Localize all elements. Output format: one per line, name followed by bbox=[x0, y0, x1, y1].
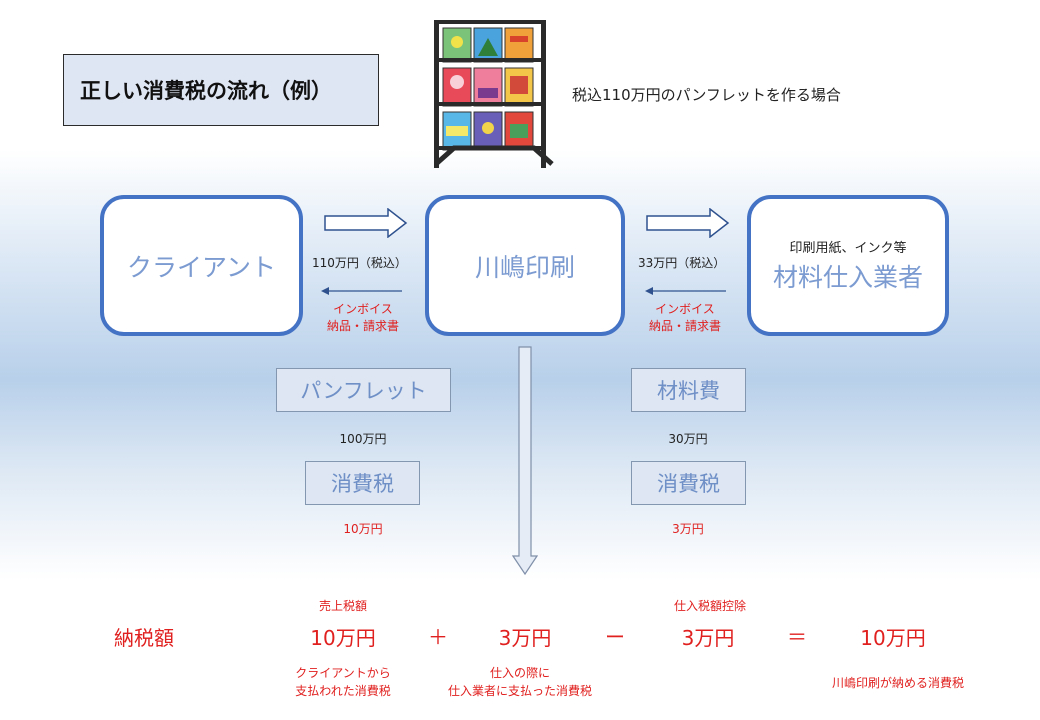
pamphlet-rack-icon bbox=[434, 20, 554, 168]
left-tax-label: 消費税 bbox=[331, 472, 394, 496]
note-client-tax: クライアントから 支払われた消費税 bbox=[268, 664, 418, 700]
term-added-tax: 3万円 bbox=[498, 626, 552, 650]
printer-label: 川嶋印刷 bbox=[474, 252, 575, 282]
supplier-sub-label: 印刷用紙、インク等 bbox=[789, 241, 907, 256]
material-item-label: 材料費 bbox=[657, 379, 720, 403]
supplier-label: 材料仕入業者 bbox=[772, 263, 923, 292]
note-client-tax-line1: クライアントから bbox=[295, 666, 391, 680]
supplier-box: 印刷用紙、インク等 材料仕入業者 bbox=[747, 195, 949, 336]
note-client-tax-line2: 支払われた消費税 bbox=[295, 684, 391, 698]
right-invoice-label: インボイス 納品・請求書 bbox=[640, 300, 730, 334]
down-arrow-icon bbox=[512, 346, 538, 576]
deduction-label: 仕入税額控除 bbox=[673, 599, 746, 613]
page-title-text: 正しい消費税の流れ（例） bbox=[80, 79, 332, 103]
left-invoice-line1: インボイス bbox=[333, 302, 393, 316]
sales-tax-label: 売上税額 bbox=[318, 599, 367, 613]
left-invoice-line2: 納品・請求書 bbox=[326, 319, 399, 333]
right-tax-label: 消費税 bbox=[657, 472, 720, 496]
client-box: クライアント bbox=[100, 195, 303, 336]
invoice-arrow-right-icon bbox=[645, 287, 726, 295]
invoice-arrow-left-icon bbox=[321, 287, 402, 295]
left-tax-amount: 10万円 bbox=[343, 522, 383, 536]
pamphlet-item-label: パンフレット bbox=[300, 379, 427, 403]
pamphlet-amount: 100万円 bbox=[339, 432, 387, 446]
client-label: クライアント bbox=[126, 252, 276, 282]
plus-operator: ＋ bbox=[428, 625, 448, 649]
right-invoice-line2: 納品・請求書 bbox=[648, 319, 721, 333]
pamphlet-item-box: パンフレット bbox=[276, 368, 451, 412]
note-supplier-tax-line2: 仕入業者に支払った消費税 bbox=[447, 684, 592, 698]
left-tax-box: 消費税 bbox=[305, 461, 420, 505]
page-title: 正しい消費税の流れ（例） bbox=[63, 54, 379, 126]
term-deduction: 3万円 bbox=[681, 626, 735, 650]
minus-operator: ー bbox=[605, 625, 625, 649]
result-amount: 10万円 bbox=[860, 626, 926, 650]
tax-payable-label: 納税額 bbox=[114, 626, 174, 650]
note-supplier-tax-line1: 仕入の際に bbox=[489, 666, 550, 680]
note-supplier-tax: 仕入の際に 仕入業者に支払った消費税 bbox=[425, 664, 615, 700]
right-tax-amount: 3万円 bbox=[672, 522, 704, 536]
term-sales-tax: 10万円 bbox=[310, 626, 376, 650]
right-invoice-line1: インボイス bbox=[655, 302, 715, 316]
printer-box: 川嶋印刷 bbox=[425, 195, 625, 336]
payment-arrow-right-icon bbox=[646, 208, 730, 238]
material-item-box: 材料費 bbox=[631, 368, 746, 412]
equals-operator: ＝ bbox=[787, 625, 807, 649]
right-payment-amount: 33万円（税込） bbox=[638, 256, 726, 270]
left-payment-amount: 110万円（税込） bbox=[312, 256, 407, 270]
right-tax-box: 消費税 bbox=[631, 461, 746, 505]
scenario-caption: 税込110万円のパンフレットを作る場合 bbox=[572, 86, 841, 104]
left-invoice-label: インボイス 納品・請求書 bbox=[318, 300, 408, 334]
note-payable-tax: 川嶋印刷が納める消費税 bbox=[831, 676, 964, 690]
payment-arrow-left-icon bbox=[324, 208, 408, 238]
material-amount: 30万円 bbox=[668, 432, 708, 446]
